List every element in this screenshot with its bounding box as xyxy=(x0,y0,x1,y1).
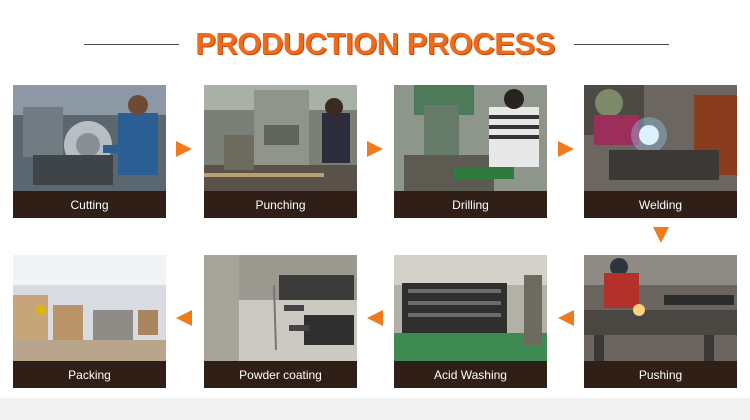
step-card-pushing: Pushing xyxy=(584,255,737,389)
arrow-right-icon xyxy=(558,141,574,157)
pushing-photo xyxy=(584,255,737,361)
acid-washing-photo xyxy=(394,255,547,361)
arrow-left-icon xyxy=(558,310,574,326)
step-card-drilling: Drilling xyxy=(394,85,547,219)
step-label: Powder coating xyxy=(204,361,357,388)
punching-photo xyxy=(204,85,357,191)
step-card-cutting: Cutting xyxy=(13,85,166,219)
step-label: Drilling xyxy=(394,191,547,218)
step-card-acid-washing: Acid Washing xyxy=(394,255,547,389)
drilling-photo xyxy=(394,85,547,191)
powder-coating-photo xyxy=(204,255,357,361)
title-divider-right xyxy=(574,44,669,45)
step-label: Welding xyxy=(584,191,737,218)
step-card-punching: Punching xyxy=(204,85,357,219)
step-label: Punching xyxy=(204,191,357,218)
step-label: Cutting xyxy=(13,191,166,218)
step-label: Acid Washing xyxy=(394,361,547,388)
step-label: Pushing xyxy=(584,361,737,388)
step-card-packing: Packing xyxy=(13,255,166,389)
packing-photo xyxy=(13,255,166,361)
arrow-right-icon xyxy=(176,141,192,157)
welding-photo xyxy=(584,85,737,191)
header: PRODUCTION PROCESS xyxy=(0,22,750,68)
arrow-left-icon xyxy=(367,310,383,326)
arrow-left-icon xyxy=(176,310,192,326)
step-label: Packing xyxy=(13,361,166,388)
cutting-photo xyxy=(13,85,166,191)
footer-band xyxy=(0,398,750,420)
page-title: PRODUCTION PROCESS xyxy=(195,26,555,61)
step-card-powder-coating: Powder coating xyxy=(204,255,357,389)
step-card-welding: Welding xyxy=(584,85,737,219)
arrow-down-icon xyxy=(653,227,669,243)
arrow-right-icon xyxy=(367,141,383,157)
title-divider-left xyxy=(84,44,179,45)
